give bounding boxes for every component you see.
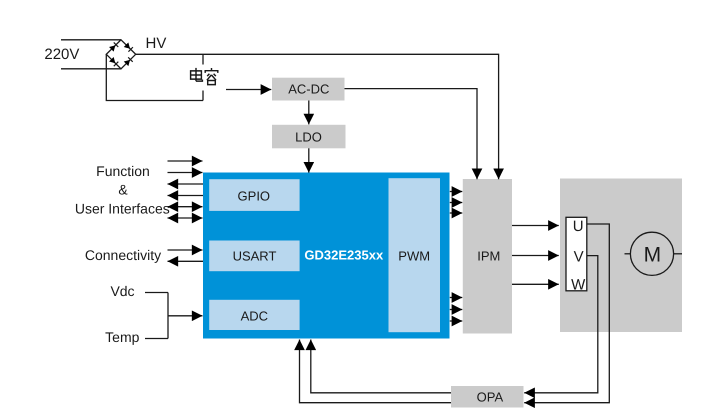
svg-text:GPIO: GPIO: [238, 188, 271, 203]
svg-text:IPM: IPM: [477, 249, 500, 264]
svg-text:HV: HV: [146, 35, 167, 52]
svg-text:Vdc: Vdc: [110, 283, 134, 299]
svg-text:User Interfaces: User Interfaces: [75, 201, 170, 217]
svg-text:&: &: [118, 182, 128, 198]
svg-text:Temp: Temp: [105, 329, 139, 345]
svg-text:Function: Function: [96, 163, 150, 179]
svg-text:LDO: LDO: [295, 129, 322, 144]
svg-text:PWM: PWM: [398, 249, 430, 264]
svg-text:M: M: [644, 243, 662, 266]
svg-text:OPA: OPA: [477, 389, 504, 404]
svg-text:U: U: [573, 218, 584, 235]
svg-text:ADC: ADC: [241, 309, 268, 324]
svg-text:V: V: [574, 248, 584, 265]
svg-text:220V: 220V: [44, 46, 79, 63]
svg-text:Connectivity: Connectivity: [85, 247, 161, 263]
svg-text:W: W: [571, 276, 586, 293]
svg-text:AC-DC: AC-DC: [288, 82, 329, 97]
svg-text:USART: USART: [233, 249, 277, 264]
svg-text:GD32E235xx: GD32E235xx: [304, 248, 384, 263]
